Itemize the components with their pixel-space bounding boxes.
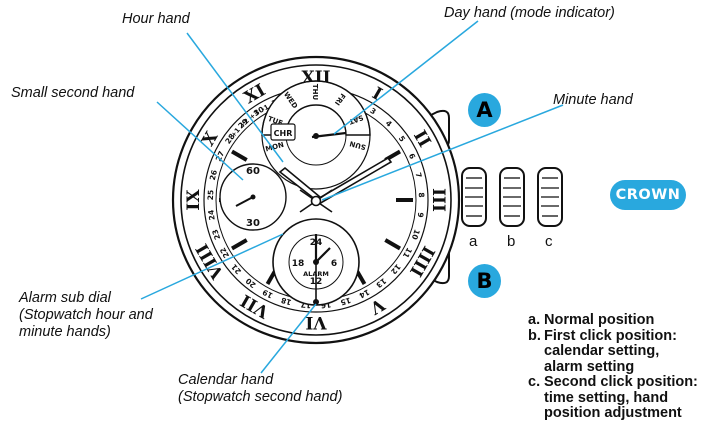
legend-text: Normal position: [544, 312, 655, 328]
button-b-badge: B: [468, 264, 501, 298]
legend-item-c: c. Second click position: time setting, …: [528, 374, 698, 422]
chr-label: CHR: [270, 123, 296, 141]
legend-text: Second click position:: [544, 374, 698, 390]
crown-position-legend: a. Normal position b. First click positi…: [528, 312, 698, 422]
legend-key: b.: [528, 327, 541, 344]
legend-key: c.: [528, 374, 541, 390]
date-number: 18: [280, 295, 293, 307]
date-number: 24: [206, 209, 216, 221]
date-number: 27: [214, 150, 227, 163]
button-a-badge: A: [468, 93, 501, 127]
date-number: 3: [368, 106, 377, 116]
leader-lines: [140, 20, 564, 374]
alarm-label-line-3: minute hands): [19, 324, 111, 340]
svg-text:60: 60: [246, 166, 260, 177]
roman-numeral: IX: [184, 189, 204, 211]
calendar-hand-label: Calendar hand (Stopwatch second hand): [178, 372, 342, 406]
calendar-label-line-2: (Stopwatch second hand): [178, 389, 343, 405]
date-number: 6: [407, 152, 417, 160]
date-number: 23: [210, 228, 222, 241]
date-number: 26: [208, 169, 219, 181]
legend-item-b: b. First click position: calendar settin…: [528, 327, 698, 376]
date-number: 15: [339, 295, 352, 307]
legend-key: a.: [528, 312, 541, 328]
day-label: THU: [311, 84, 319, 101]
date-number: 10: [410, 228, 422, 241]
date-number: 4: [384, 119, 394, 129]
small-second-subdial: 60 30: [219, 163, 287, 231]
crown-badge: CROWN: [610, 180, 686, 210]
roman-numeral: III: [428, 188, 448, 212]
alarm-label-line-1: Alarm sub dial: [19, 290, 111, 306]
crown-position-b: b: [507, 233, 516, 250]
legend-text: First click position:: [544, 327, 677, 344]
center-pinion: [299, 189, 333, 213]
date-number: 19: [261, 287, 274, 300]
legend-text: position adjustment: [544, 405, 682, 421]
crown-c-icon: [537, 167, 563, 227]
date-number: 8: [417, 192, 426, 198]
date-number: 25: [206, 190, 215, 201]
legend-item-a: a. Normal position: [528, 312, 698, 329]
legend-text: calendar setting,: [544, 343, 660, 359]
crown-position-a: a: [469, 233, 478, 250]
svg-text:18: 18: [292, 259, 305, 269]
svg-text:CHR: CHR: [274, 129, 293, 138]
tz-mark: -1: [260, 103, 271, 114]
date-number: 14: [358, 287, 371, 300]
day-hand-label: Day hand (mode indicator): [444, 5, 615, 21]
minute-hand-label: Minute hand: [553, 92, 633, 108]
legend-text: time setting, hand: [544, 389, 669, 406]
legend-text: alarm setting: [544, 358, 635, 375]
hour-index: [230, 149, 248, 162]
date-number: 16: [320, 300, 331, 310]
date-number: 17: [300, 300, 311, 310]
hour-index: [230, 238, 248, 251]
day-hand-icon: [311, 131, 347, 139]
small-second-hand-label: Small second hand: [11, 85, 135, 101]
calendar-label-line-1: Calendar hand: [178, 372, 274, 388]
crown-position-c: c: [545, 233, 553, 250]
date-number: 9: [416, 212, 426, 218]
svg-text:30: 30: [246, 218, 260, 229]
alarm-label-line-2: (Stopwatch hour and: [19, 307, 153, 323]
roman-numeral: VI: [305, 312, 327, 332]
calendar-hand-icon: [313, 262, 319, 305]
date-number: 7: [414, 172, 424, 179]
alarm-sub-dial-label: Alarm sub dial (Stopwatch hour and minut…: [19, 290, 153, 341]
hour-hand-label: Hour hand: [122, 11, 190, 27]
crown-b-icon: [499, 167, 525, 227]
date-number: 5: [397, 134, 407, 143]
crown-a-icon: [461, 167, 487, 227]
svg-text:6: 6: [331, 259, 337, 269]
hour-index: [384, 238, 402, 251]
